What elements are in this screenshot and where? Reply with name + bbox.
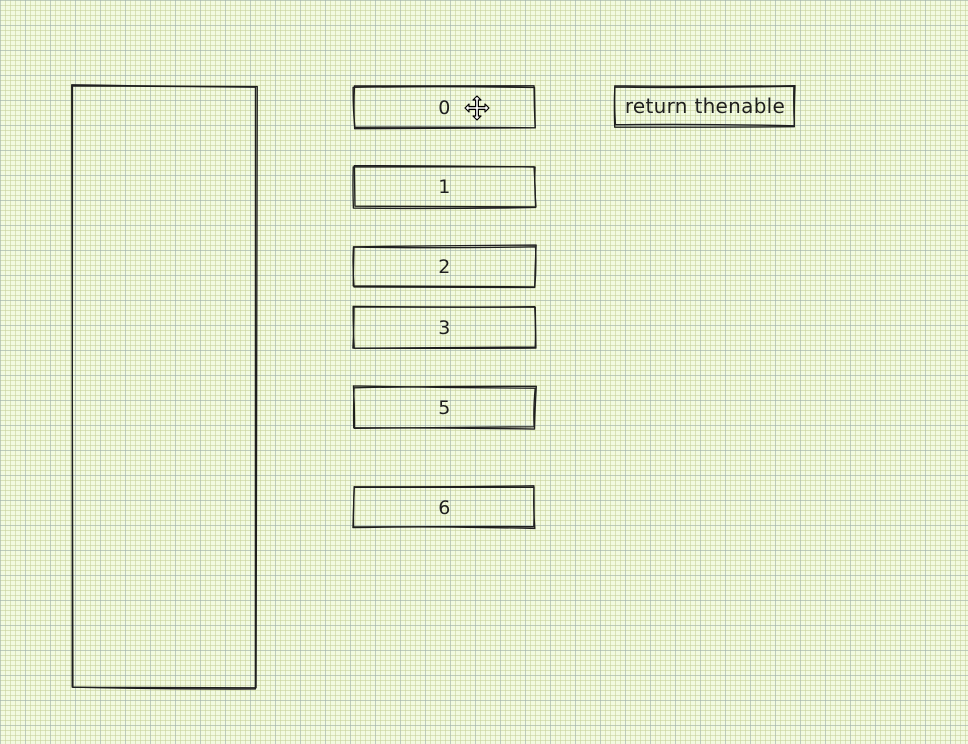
- item-box-0-outline: [352, 85, 536, 130]
- item-box-0[interactable]: 0: [352, 85, 536, 130]
- item-box-6[interactable]: 6: [352, 485, 536, 530]
- item-box-3-outline: [352, 305, 537, 350]
- item-box-6-outline: [352, 485, 536, 530]
- item-box-5-outline: [352, 385, 537, 430]
- item-box-1-outline: [352, 164, 537, 210]
- item-box-5[interactable]: 5: [352, 385, 537, 430]
- item-box-2[interactable]: 2: [352, 244, 537, 289]
- item-box-3[interactable]: 3: [352, 305, 537, 350]
- return-thenable-note[interactable]: return thenable: [613, 84, 796, 128]
- empty-container-rectangle[interactable]: [70, 84, 258, 690]
- return-thenable-note-outline: [613, 84, 796, 128]
- empty-container-rectangle-outline: [70, 84, 258, 690]
- item-box-1[interactable]: 1: [352, 164, 537, 210]
- item-box-2-outline: [352, 244, 537, 289]
